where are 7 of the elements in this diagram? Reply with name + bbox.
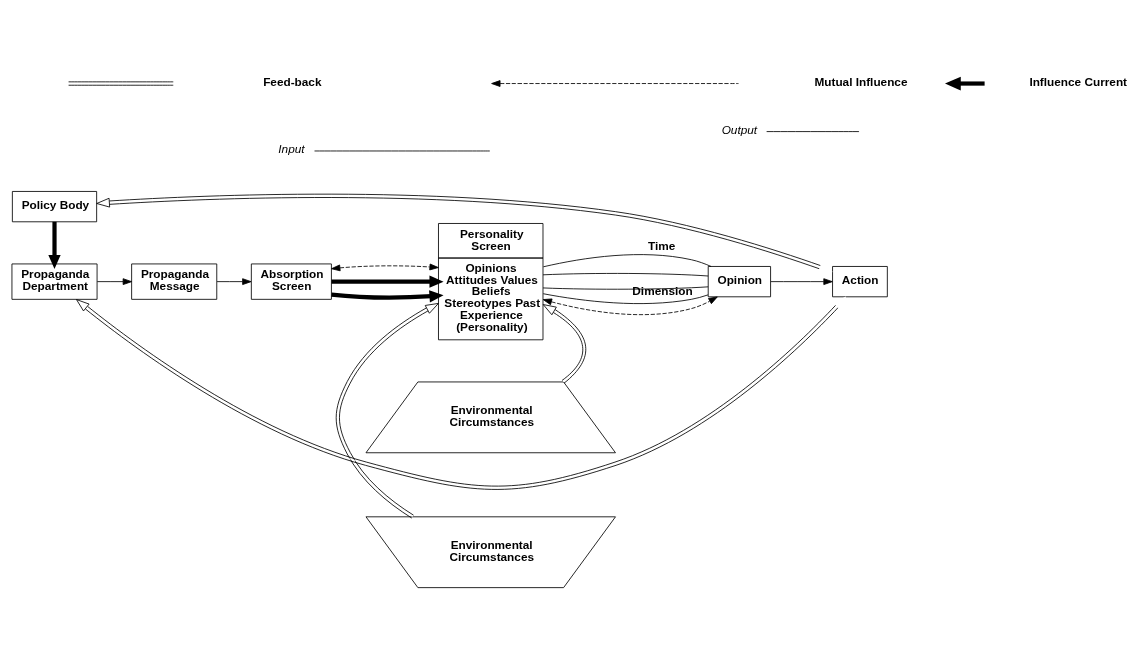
node-text: Output	[721, 122, 758, 137]
legend-label: Feed-back	[263, 74, 322, 89]
edge-label: Time	[647, 238, 676, 253]
legend-label: Mutual Influence	[814, 74, 908, 89]
edge-label: Dimension	[632, 283, 693, 298]
legend-label: Influence Current	[1029, 74, 1128, 89]
node-text: Input	[278, 141, 305, 156]
